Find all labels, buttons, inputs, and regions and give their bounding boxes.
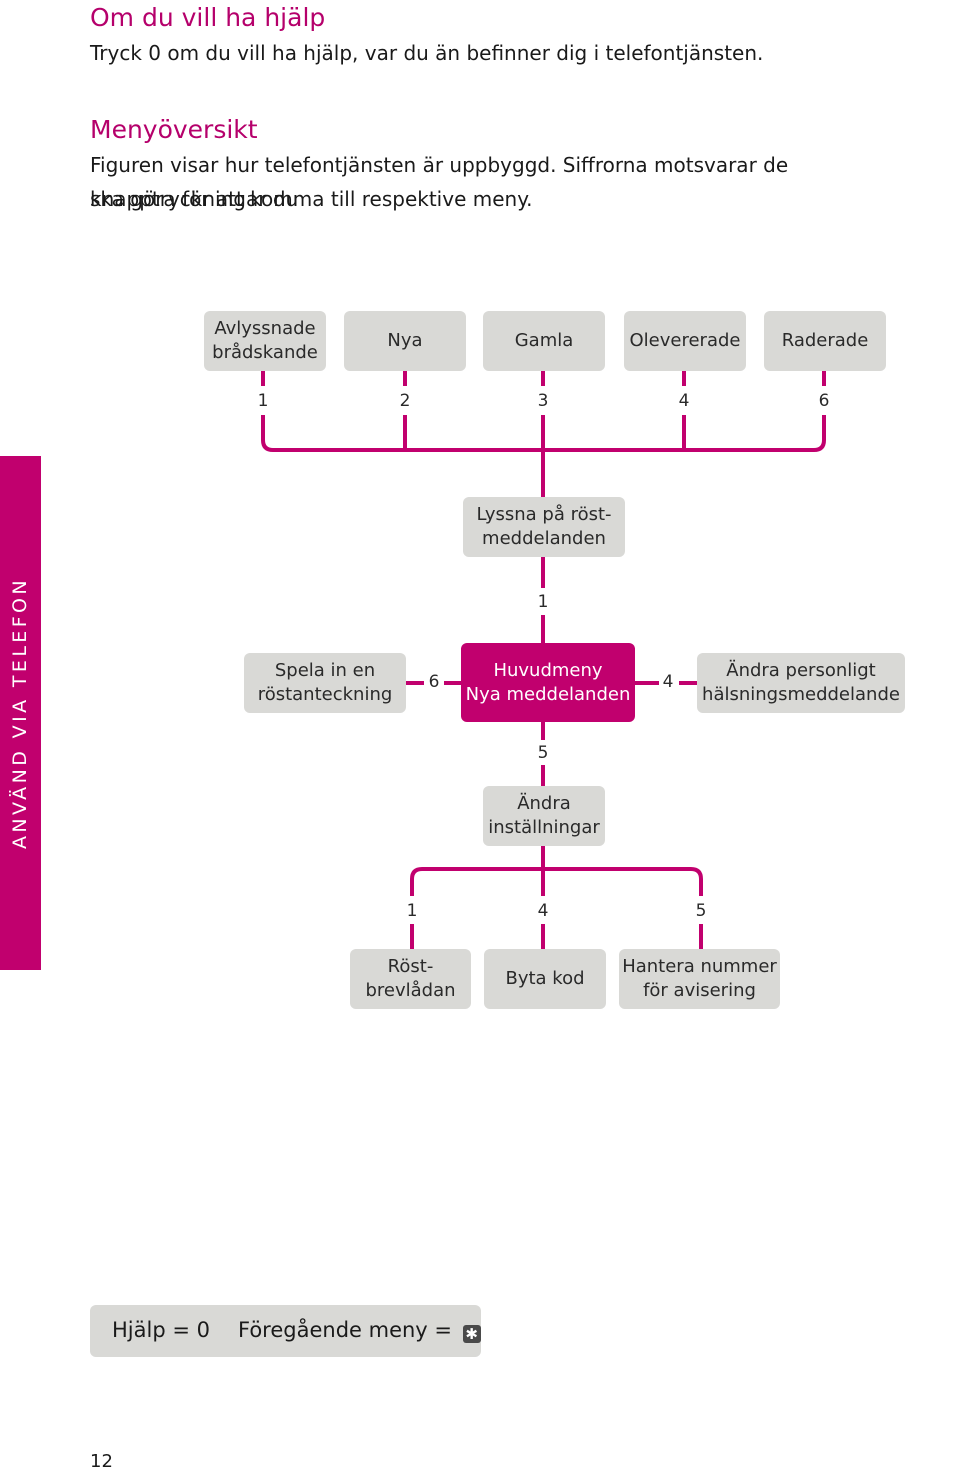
key-number: 1 (257, 391, 269, 411)
key-number: 6 (428, 672, 440, 692)
menu-box-byta-kod: Byta kod (484, 949, 606, 1009)
menu-box-raderade: Raderade (764, 311, 886, 371)
menu-box-nya: Nya (344, 311, 466, 371)
key-number: 1 (537, 592, 549, 612)
menu-box-olevererade: Olevererade (624, 311, 746, 371)
key-number: 5 (537, 743, 549, 763)
menu-box-halsning: Ändra personligt hälsningsmeddelande (697, 653, 905, 713)
page-number: 12 (90, 1451, 113, 1472)
help-heading: Om du vill ha hjälp (90, 3, 326, 32)
help-text: Tryck 0 om du vill ha hjälp, var du än b… (90, 41, 764, 65)
key-number: 4 (678, 391, 690, 411)
menu-box-lyssna: Lyssna på röst- meddelanden (463, 497, 625, 557)
key-number: 3 (537, 391, 549, 411)
main-menu-subtitle: Nya meddelanden (465, 683, 631, 705)
menu-box-rostbrevladan: Röst- brevlådan (350, 949, 471, 1009)
main-menu-box: Huvudmeny Nya meddelanden (461, 643, 635, 722)
star-key-icon: ✱ (462, 1325, 481, 1343)
overview-text-line2: ska göra för att komma till respektive m… (90, 187, 533, 211)
key-number: 6 (818, 391, 830, 411)
menu-box-avlyssnade: Avlyssnade brådskande (204, 311, 326, 371)
key-number: 2 (399, 391, 411, 411)
key-legend: Hjälp = 0 Föregående meny = ✱ (90, 1305, 481, 1357)
menu-box-installningar: Ändra inställningar (483, 786, 605, 846)
help-key-legend: Hjälp = 0 (112, 1318, 210, 1342)
overview-heading: Menyöversikt (90, 115, 258, 144)
side-tab (0, 456, 41, 970)
key-number: 4 (537, 901, 549, 921)
main-menu-title: Huvudmeny (493, 659, 603, 681)
key-number: 1 (406, 901, 418, 921)
overview-text-line1: Figuren visar hur telefontjänsten är upp… (90, 153, 789, 211)
menu-box-gamla: Gamla (483, 311, 605, 371)
key-number: 4 (662, 672, 674, 692)
menu-box-spela-in: Spela in en röstanteckning (244, 653, 406, 713)
key-number: 5 (695, 901, 707, 921)
previous-menu-legend: Föregående meny = ✱ (238, 1318, 481, 1343)
menu-box-avisering: Hantera nummer för avisering (619, 949, 780, 1009)
